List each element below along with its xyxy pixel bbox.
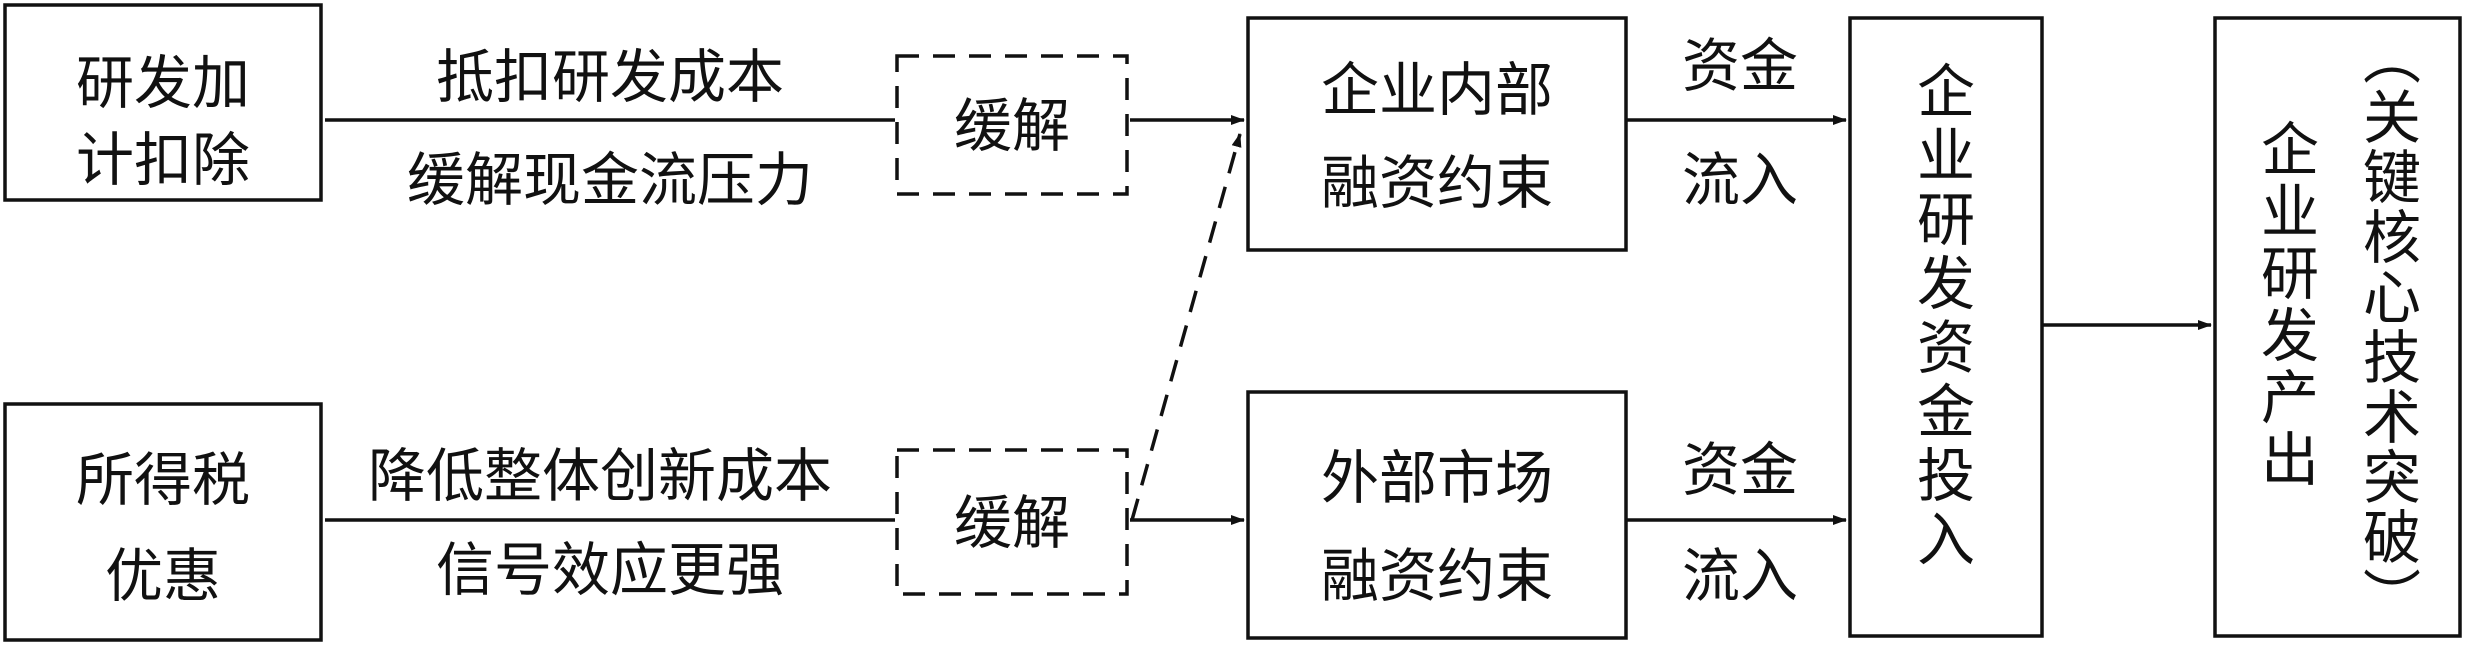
node-external-constraint-line2: 融资约束 [1321, 542, 1553, 610]
rd-output-sub-char: 关 [2363, 84, 2421, 152]
node-relieve-top: 缓解 [895, 54, 1129, 196]
rd-output-char: 企 [2261, 116, 2319, 184]
rd-output-sub-char: 心 [2363, 264, 2421, 332]
node-rd-deduction-line2: 计扣除 [76, 126, 250, 194]
top-effect-line2: 缓解现金流压力 [407, 146, 813, 214]
node-internal-constraint-box [1246, 16, 1628, 252]
top-effect-line1: 抵扣研发成本 [436, 43, 784, 111]
node-external-constraint-line1: 外部市场 [1321, 444, 1553, 512]
rd-investment-char: 发 [1917, 250, 1975, 318]
node-rd-deduction: 研发加 计扣除 [3, 3, 323, 202]
node-external-constraint-box [1246, 390, 1628, 640]
fund-inflow-top-line2: 流入 [1682, 146, 1798, 214]
rd-output-sub-char: 破 [2363, 504, 2421, 572]
rd-output-char: 研 [2261, 240, 2319, 308]
rd-output-sub-char: ︶ [2363, 564, 2421, 632]
node-relieve-bottom-label: 缓解 [954, 489, 1070, 557]
fund-inflow-top-line1: 资金 [1682, 32, 1798, 100]
rd-output-sub-char: 技 [2363, 324, 2421, 392]
rd-output-char: 发 [2261, 302, 2319, 370]
bottom-effect-line2: 信号效应更强 [436, 536, 784, 604]
node-internal-constraint-line1: 企业内部 [1321, 56, 1553, 124]
node-relieve-bottom: 缓解 [895, 448, 1129, 596]
rd-investment-char: 入 [1917, 506, 1975, 574]
rd-investment-char: 资 [1917, 314, 1975, 382]
node-rd-deduction-box [3, 3, 323, 202]
node-rd-output-box [2213, 16, 2462, 638]
rd-output-sub-char: 术 [2363, 384, 2421, 452]
edge-labels: 抵扣研发成本 缓解现金流压力 降低整体创新成本 信号效应更强 资金 流入 资金 … [368, 32, 1798, 610]
rd-output-char: 出 [2261, 426, 2319, 494]
node-relieve-top-box [895, 54, 1129, 196]
rd-output-char: 业 [2261, 178, 2319, 246]
rd-investment-char: 研 [1917, 186, 1975, 254]
rd-investment-char: 企 [1917, 58, 1975, 126]
node-internal-constraint-line2: 融资约束 [1321, 149, 1553, 217]
node-relieve-bottom-box [895, 448, 1129, 596]
rd-investment-char: 金 [1917, 378, 1975, 446]
rd-output-char: 产 [2261, 364, 2319, 432]
fund-inflow-bottom-line2: 流入 [1682, 542, 1798, 610]
node-income-tax-line2: 优惠 [105, 542, 221, 610]
rd-output-sub-char: ︵ [2363, 24, 2421, 92]
node-income-tax-box [3, 402, 323, 642]
fund-inflow-bottom-line1: 资金 [1682, 436, 1798, 504]
rd-output-sub-char: 突 [2363, 444, 2421, 512]
edges [325, 115, 2212, 525]
node-rd-deduction-line1: 研发加 [76, 49, 250, 117]
rd-investment-char: 业 [1917, 122, 1975, 190]
node-income-tax-line1: 所得税 [76, 446, 250, 514]
rd-investment-char: 投 [1917, 442, 1975, 510]
rd-output-sub-char: 键 [2363, 144, 2421, 212]
node-income-tax: 所得税 优惠 [3, 402, 323, 642]
node-internal-constraint: 企业内部 融资约束 [1246, 16, 1628, 252]
node-relieve-top-label: 缓解 [954, 92, 1070, 160]
bottom-effect-line1: 降低整体创新成本 [368, 442, 832, 510]
node-external-constraint: 外部市场 融资约束 [1246, 390, 1628, 640]
node-rd-investment-box [1848, 16, 2044, 638]
edge-relieve-to-internal-dashed [1130, 133, 1242, 521]
rd-output-sub-char: 核 [2363, 204, 2421, 272]
